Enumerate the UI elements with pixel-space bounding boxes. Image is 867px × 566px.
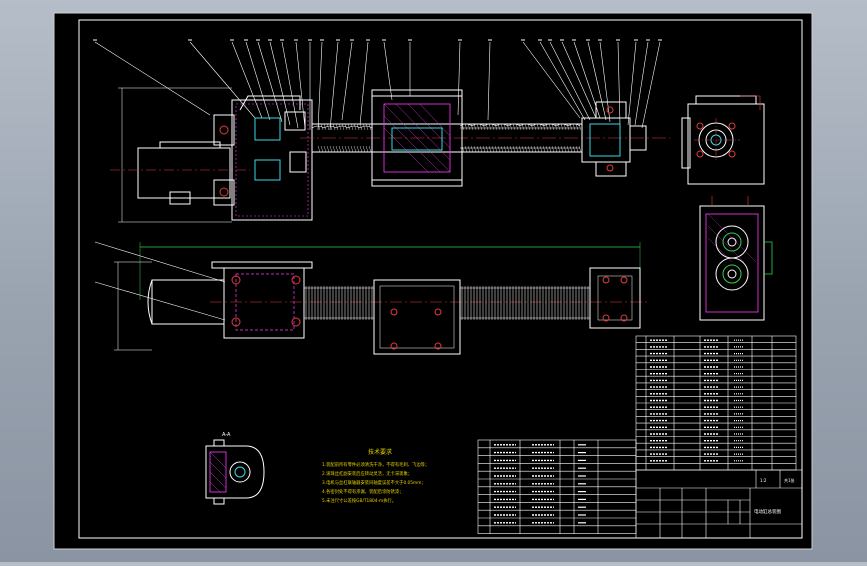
screw-thread	[317, 123, 582, 153]
tech-note-2: 2.滚珠丝杠副安装后应转动灵活，无卡滞现象；	[322, 470, 412, 477]
side-view-lower	[699, 196, 773, 321]
title-block-sheet: 共1张	[784, 477, 795, 483]
front-view	[94, 241, 650, 355]
tech-requirements-title: 技术要求	[368, 448, 392, 456]
title-block-name: 电动缸总装图	[754, 508, 781, 515]
title-block	[635, 469, 803, 539]
drawing-sheet	[53, 12, 813, 550]
section-mark: A-A	[222, 432, 231, 438]
tech-note-4: 4.各密封处不得有渗漏，装配后涂防锈漆；	[322, 488, 403, 495]
title-block-scale: 1:2	[760, 478, 767, 483]
top-section-view	[94, 41, 670, 223]
tech-note-5: 5.未注尺寸公差按GB/T1804-m执行。	[322, 497, 396, 504]
drawing-frame	[78, 19, 803, 539]
tech-note-1: 1.装配前所有零件必须清洗干净，不得有毛刺、飞边等；	[322, 461, 429, 468]
bom-table	[477, 439, 637, 534]
detail-view-a	[205, 439, 265, 505]
parts-list-table	[635, 335, 797, 471]
bellows-folds	[305, 286, 589, 320]
tech-note-3: 3.电机与丝杠联轴器安装同轴度误差不大于0.05mm；	[322, 479, 426, 486]
side-view-upper	[681, 95, 765, 185]
